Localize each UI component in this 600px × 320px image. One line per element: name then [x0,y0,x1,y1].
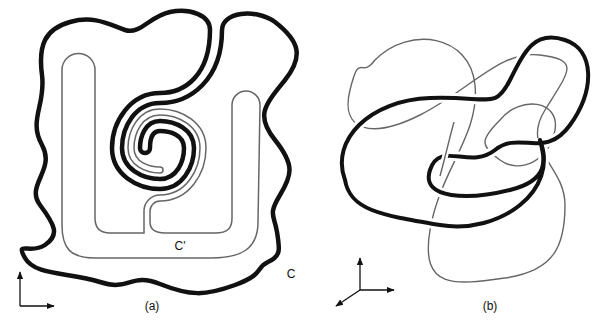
thick-knot-halo [342,37,588,226]
curve-label: C' [174,239,187,253]
thick-knot [342,37,588,226]
panel-label: (b) [482,299,499,313]
plane-axes [20,272,54,306]
curve-label: C [286,267,297,281]
space-axes [336,258,394,306]
thin-knot-over [440,122,454,176]
panel-label: (a) [144,299,161,313]
thick-curve [22,11,297,293]
thin-curve [62,54,260,259]
